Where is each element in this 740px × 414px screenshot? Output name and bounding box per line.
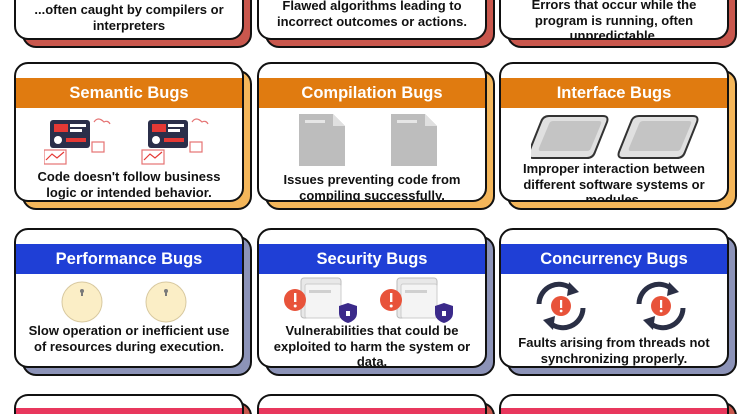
card-title: Performance Bugs <box>16 244 242 274</box>
card-description: Errors that occur while the program is r… <box>531 0 697 40</box>
card-description: Faults arising from threads not synchron… <box>518 335 710 366</box>
card-title: Security Bugs <box>259 244 485 274</box>
card-description: Improper interaction between different s… <box>522 161 706 202</box>
card-stub <box>14 394 244 414</box>
card-description: Flawed algorithms leading to incorrect o… <box>277 0 467 29</box>
dashboard-chart-icon <box>44 118 209 165</box>
gauge-icon <box>61 281 187 323</box>
card-title: Interface Bugs <box>501 78 727 108</box>
card-stub <box>257 394 487 414</box>
card-title: Semantic Bugs <box>16 78 242 108</box>
card-stub <box>499 394 729 414</box>
card-description: Code doesn't follow business logic or in… <box>37 169 221 200</box>
card-description: Issues preventing code from compiling su… <box>283 172 461 202</box>
warning-shield-icon <box>284 277 454 324</box>
card-description: Vulnerabilities that could be exploited … <box>273 323 471 368</box>
screen-panel-icon <box>531 115 699 159</box>
sync-warning-icon <box>536 278 701 334</box>
card-title: Compilation Bugs <box>259 78 485 108</box>
card-description: Slow operation or inefficient use of res… <box>28 323 230 354</box>
card-description: ...often caught by compilers or interpre… <box>34 2 224 33</box>
document-icon <box>299 114 437 166</box>
card-title: Concurrency Bugs <box>501 244 727 274</box>
